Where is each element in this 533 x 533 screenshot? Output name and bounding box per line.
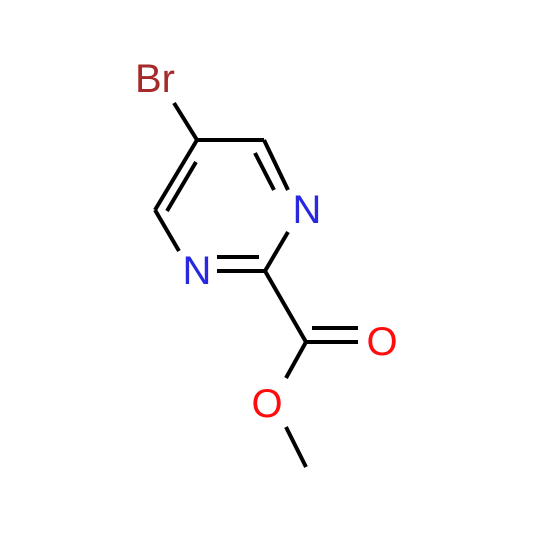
bond-n1-c6-inner [253,152,276,191]
atom-n-upper-label: N [293,188,322,232]
bond-c5-c4 [153,138,199,212]
bond-n1-c6 [262,139,290,191]
atom-n-lower-label: N [183,249,212,293]
atom-o-ester-label: O [251,382,282,426]
bond-c4-n3 [153,208,181,253]
bond-c2-n1 [263,230,290,273]
bond-oester-methyl [284,426,308,468]
bond-br-c5 [172,101,199,142]
atom-br-label: Br [135,57,175,101]
atom-o-carbonyl-label: O [366,320,397,364]
bond-c5-c4-inner [165,160,198,213]
bond-c2-ccarb [263,269,308,344]
bond-ccarb-oester [284,341,308,379]
